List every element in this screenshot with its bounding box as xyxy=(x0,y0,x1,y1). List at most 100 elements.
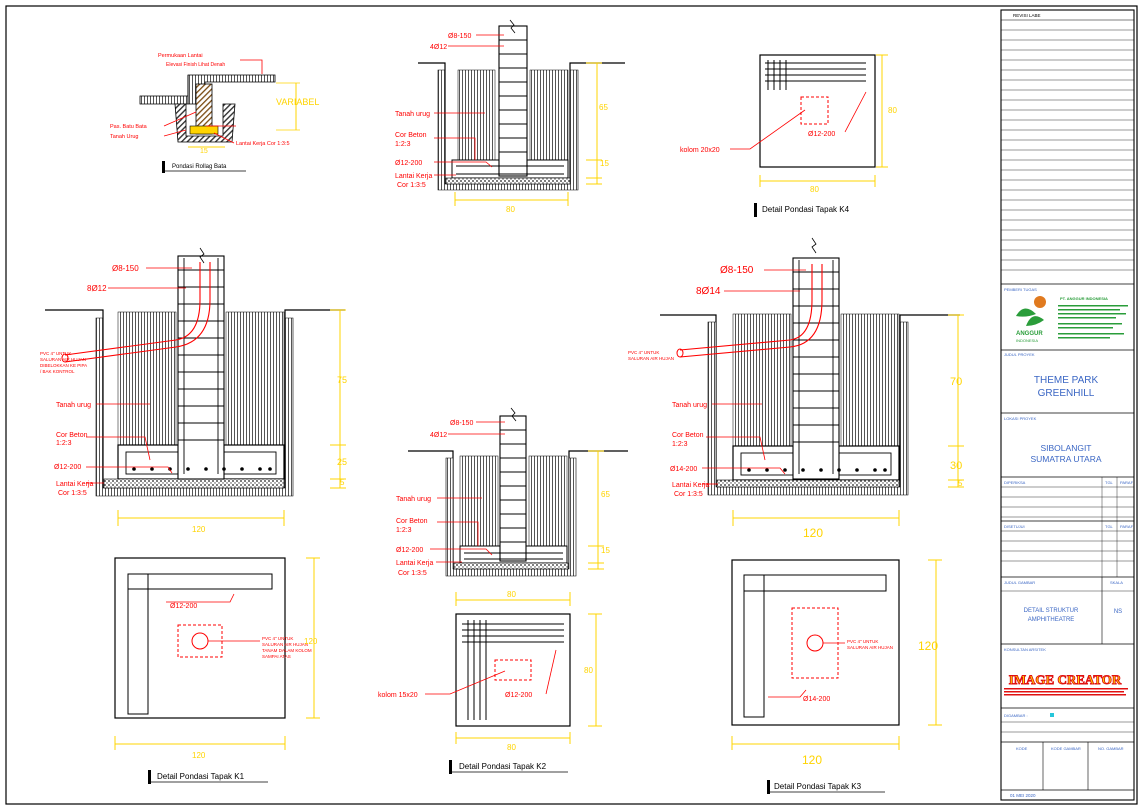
k3-dim-width: 120 xyxy=(803,526,823,540)
rollag-dim-width: 15 xyxy=(200,148,208,155)
k2-label-cor-beton-1: Cor Beton xyxy=(396,518,428,525)
k4-dim-h2: 15 xyxy=(600,159,609,168)
k4-label-plat: Ø12-200 xyxy=(395,160,422,167)
k2-label-lantai-1: Lantai Kerja xyxy=(396,560,433,567)
tb-paraf-2: PARAF xyxy=(1120,524,1134,529)
k1-dim-width: 120 xyxy=(192,525,206,534)
k3-label-tanah: Tanah urug xyxy=(672,402,707,409)
k3-dim-h1: 70 xyxy=(950,376,962,388)
tb-digambar-label: DIGAMBAR : xyxy=(1004,713,1028,718)
k4-dim-h1: 65 xyxy=(599,103,608,112)
k1-plan-pvc-4: SAMPAI ATAS xyxy=(262,654,291,659)
rollag-title: Pondasi Rollag Bata xyxy=(172,164,227,170)
k1-label-pvc-2: SALURAN AIR HUJAN xyxy=(40,357,86,362)
k3-plan-pvc-2: SALURAN AIR HUJAN xyxy=(847,645,893,650)
k2-plan: kolom 15x20 Ø12-200 80 80 Detail Pondasi… xyxy=(378,613,602,774)
k3-label-plat: Ø14-200 xyxy=(670,466,697,473)
k3-label-tulangan: 8Ø14 xyxy=(696,286,721,297)
client-logo: ANGGUR INDONESIA xyxy=(1016,296,1046,343)
tb-kode-gambar-label: KODE GAMBAR xyxy=(1051,746,1081,751)
k4-label-tulangan: 4Ø12 xyxy=(430,44,447,51)
k2-plan-dim-w: 80 xyxy=(507,743,516,752)
k3-plan-dim-h: 120 xyxy=(918,639,938,653)
tb-location-line-2: SUMATRA UTARA xyxy=(1031,454,1102,464)
k1-plan-plat: Ø12-200 xyxy=(170,603,197,610)
k3-label-lantai-1: Lantai Kerja xyxy=(672,482,709,489)
k4-label-cor-beton-1: Cor Beton xyxy=(395,132,427,139)
tb-tgl-1: TGL xyxy=(1105,480,1114,485)
k1-plan-pvc-1: PVC 4" UNTUK xyxy=(262,636,293,641)
tb-drawing-line-2: AMPHITHEATRE xyxy=(1028,617,1075,623)
k1-label-pvc-1: PVC 4" UNTUK xyxy=(40,351,71,356)
k3-plan-pvc-1: PVC 4" UNTUK xyxy=(847,639,878,644)
tb-lokasi-label: LOKASI PROYEK xyxy=(1004,416,1037,421)
rollag-label-pas-batu: Pas. Batu Bata xyxy=(110,124,148,130)
k1-section: Ø8-150 8Ø12 PVC 4" UNTUK SALURAN AIR HUJ… xyxy=(40,247,347,534)
rollag-label-lantai-kerja: Lantai Kerja Cor 1:3:5 xyxy=(236,141,290,147)
tb-footer-date: 01 MEI 2020 xyxy=(1010,793,1036,798)
k4-plan-kolom: kolom 20x20 xyxy=(680,147,720,154)
tb-header: REVISI LABE xyxy=(1013,13,1041,18)
tb-diperiksa-label: DIPERIKSA xyxy=(1004,480,1026,485)
k3-plan-plat: Ø14-200 xyxy=(803,696,830,703)
consultant-logo: IMAGE CREATOR xyxy=(1002,670,1128,696)
k1-label-plat: Ø12-200 xyxy=(54,464,81,471)
k4-label-sengkang: Ø8-150 xyxy=(448,33,471,40)
tb-location-line-1: SIBOLANGIT xyxy=(1040,443,1091,453)
k4-plan-dim-w: 80 xyxy=(810,185,819,194)
k2-plan-plat: Ø12-200 xyxy=(505,692,532,699)
tb-company: PT. ANGGUR INDONESIA xyxy=(1060,296,1108,301)
rollag-label-tanah: Tanah Urug xyxy=(110,134,138,140)
k1-plan-pvc-2: SALURAN AIR HUJAN xyxy=(262,642,308,647)
k3-label-cor-beton-2: 1:2:3 xyxy=(672,441,688,448)
k4-title: Detail Pondasi Tapak K4 xyxy=(762,205,850,214)
k2-label-lantai-2: Cor 1:3:5 xyxy=(398,570,427,577)
k3-label-cor-beton-1: Cor Beton xyxy=(672,432,704,439)
tb-paraf-1: PARAF xyxy=(1120,480,1134,485)
k3-label-pvc-1: PVC 4" UNTUK xyxy=(628,350,659,355)
k4-label-tanah: Tanah urug xyxy=(395,111,430,118)
k1-label-lantai-1: Lantai Kerja xyxy=(56,481,93,488)
k2-dim-h1: 65 xyxy=(601,490,610,499)
tb-konsultan-label: KONSULTAN ARSITEK xyxy=(1004,647,1046,652)
tb-disetujui-label: DISETUJUI xyxy=(1004,524,1025,529)
tb-kode-label: KODE xyxy=(1016,746,1028,751)
k1-plan-dim-h: 120 xyxy=(304,637,318,646)
k1-label-pvc-4: / BAK KONTROL xyxy=(40,369,75,374)
k3-plan-dim-w: 120 xyxy=(802,753,822,767)
k2-section: Ø8-150 4Ø12 Tanah urug Cor Beton 1:2:3 Ø… xyxy=(396,407,628,606)
k3-title: Detail Pondasi Tapak K3 xyxy=(774,782,862,791)
k1-title: Detail Pondasi Tapak K1 xyxy=(157,772,245,781)
tb-no-gambar-label: NO. GAMBAR xyxy=(1098,746,1124,751)
k2-dim-width: 80 xyxy=(507,590,516,599)
k1-plan-pvc-3: TANAM DALAM KOLOM xyxy=(262,648,312,653)
k4-plan: kolom 20x20 Ø12-200 80 80 Detail Pondasi… xyxy=(680,54,897,217)
k3-label-sengkang: Ø8-150 xyxy=(720,265,754,276)
k3-plan: PVC 4" UNTUK SALURAN AIR HUJAN Ø14-200 1… xyxy=(731,559,942,794)
logo-word-2: INDONESIA xyxy=(1016,338,1038,343)
k4-dim-width: 80 xyxy=(506,205,515,214)
tb-pemberi-tugas-label: PEMBERI TUGAS xyxy=(1004,287,1037,292)
k2-dim-h2: 15 xyxy=(601,546,610,555)
k1-label-cor-beton-2: 1:2:3 xyxy=(56,440,72,447)
k4-label-lantai-2: Cor 1:3:5 xyxy=(397,182,426,189)
k1-dim-h2: 25 xyxy=(337,457,347,467)
k1-plan: Ø12-200 PVC 4" UNTUK SALURAN AIR HUJAN T… xyxy=(114,557,320,784)
rollag-label-permukaan: Permukaan Lantai xyxy=(158,53,203,59)
tb-consultant-name: IMAGE CREATOR xyxy=(1009,672,1122,687)
tb-judul-proyek-label: JUDUL PROYEK xyxy=(1004,352,1035,357)
k2-label-plat: Ø12-200 xyxy=(396,547,423,554)
tb-project-line-1: THEME PARK xyxy=(1034,375,1099,386)
rollag-label-variabel: VARIABEL xyxy=(276,97,319,107)
k1-label-cor-beton-1: Cor Beton xyxy=(56,432,88,439)
k1-label-tanah: Tanah urug xyxy=(56,402,91,409)
k4-section: Ø8-150 4Ø12 Tanah urug Cor Beton 1:2:3 Ø… xyxy=(395,19,625,214)
tb-drawing-line-1: DETAIL STRUKTUR xyxy=(1024,608,1079,614)
k4-label-cor-beton-2: 1:2:3 xyxy=(395,141,411,148)
k1-label-sengkang: Ø8-150 xyxy=(112,264,139,273)
tb-scale-value: NS xyxy=(1114,609,1122,615)
rollag-bata-detail: Permukaan Lantai Elevasi Finish Lihat De… xyxy=(110,53,319,173)
k2-label-tanah: Tanah urug xyxy=(396,496,431,503)
k3-dim-h3: 5 xyxy=(958,479,963,488)
